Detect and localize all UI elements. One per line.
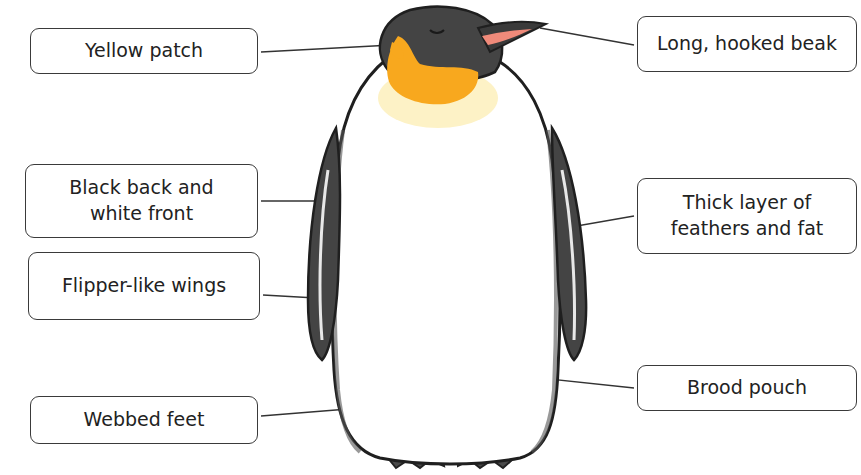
label-box: Yellow patch [30, 28, 258, 74]
beak-stripe [482, 29, 532, 45]
left-flipper [308, 128, 340, 360]
label-text: Flipper-like wings [62, 273, 226, 299]
label-box: Long, hooked beak [637, 16, 857, 72]
right-flipper [552, 128, 586, 360]
label-text: Yellow patch [85, 38, 203, 64]
label-box: Flipper-like wings [28, 252, 260, 320]
label-text: Thick layer of feathers and fat [650, 190, 844, 241]
label-text: Brood pouch [687, 375, 807, 401]
penguin-body [332, 58, 560, 464]
label-text: Webbed feet [84, 407, 205, 433]
penguin-eye [430, 30, 444, 33]
label-box: Thick layer of feathers and fat [637, 178, 857, 254]
penguin-beak [478, 22, 546, 52]
label-box: Brood pouch [637, 365, 857, 411]
label-text: Long, hooked beak [657, 31, 837, 57]
label-text: Black back and white front [44, 175, 239, 226]
yellow-patch [387, 36, 478, 104]
label-box: Black back and white front [25, 164, 258, 238]
label-box: Webbed feet [30, 396, 258, 444]
